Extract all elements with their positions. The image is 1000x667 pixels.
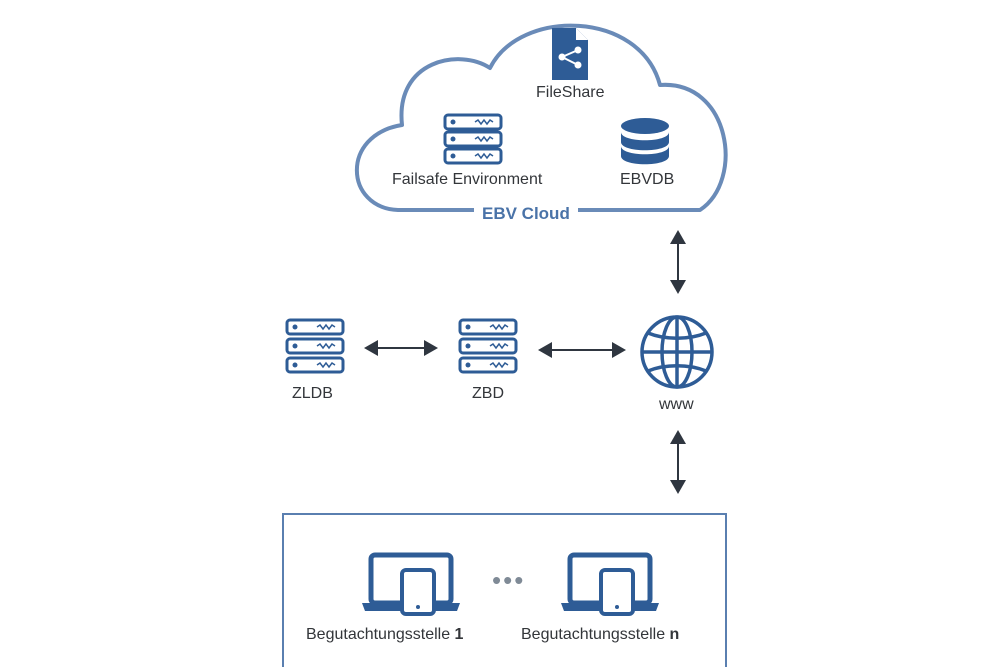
share-document-icon (552, 28, 588, 80)
laptop-tablet-icon (362, 552, 460, 616)
cloud-outline (354, 23, 728, 212)
station-index: 1 (454, 626, 464, 643)
cloud-title: EBV Cloud (474, 204, 578, 224)
failsafe-label: Failsafe Environment (392, 171, 543, 188)
station-name: Begutachtungsstelle (521, 626, 670, 643)
fileshare-label: FileShare (536, 84, 605, 101)
server-stack-icon (458, 318, 518, 374)
stations-box (282, 513, 727, 667)
zldb-label: ZLDB (292, 385, 333, 402)
server-stack-icon (443, 113, 503, 165)
zbd-label: ZBD (472, 385, 504, 402)
database-icon (621, 118, 669, 165)
station-name: Begutachtungsstelle (306, 626, 455, 643)
station-label: Begutachtungsstelle 1 (306, 626, 463, 644)
station-index: n (669, 626, 680, 643)
station-label: Begutachtungsstelle n (521, 626, 679, 644)
laptop-tablet-icon (561, 552, 659, 616)
server-stack-icon (285, 318, 345, 374)
globe-icon (640, 315, 714, 389)
stations-ellipsis: ••• (492, 565, 526, 595)
www-label: www (659, 396, 694, 413)
ebvdb-label: EBVDB (620, 171, 675, 188)
